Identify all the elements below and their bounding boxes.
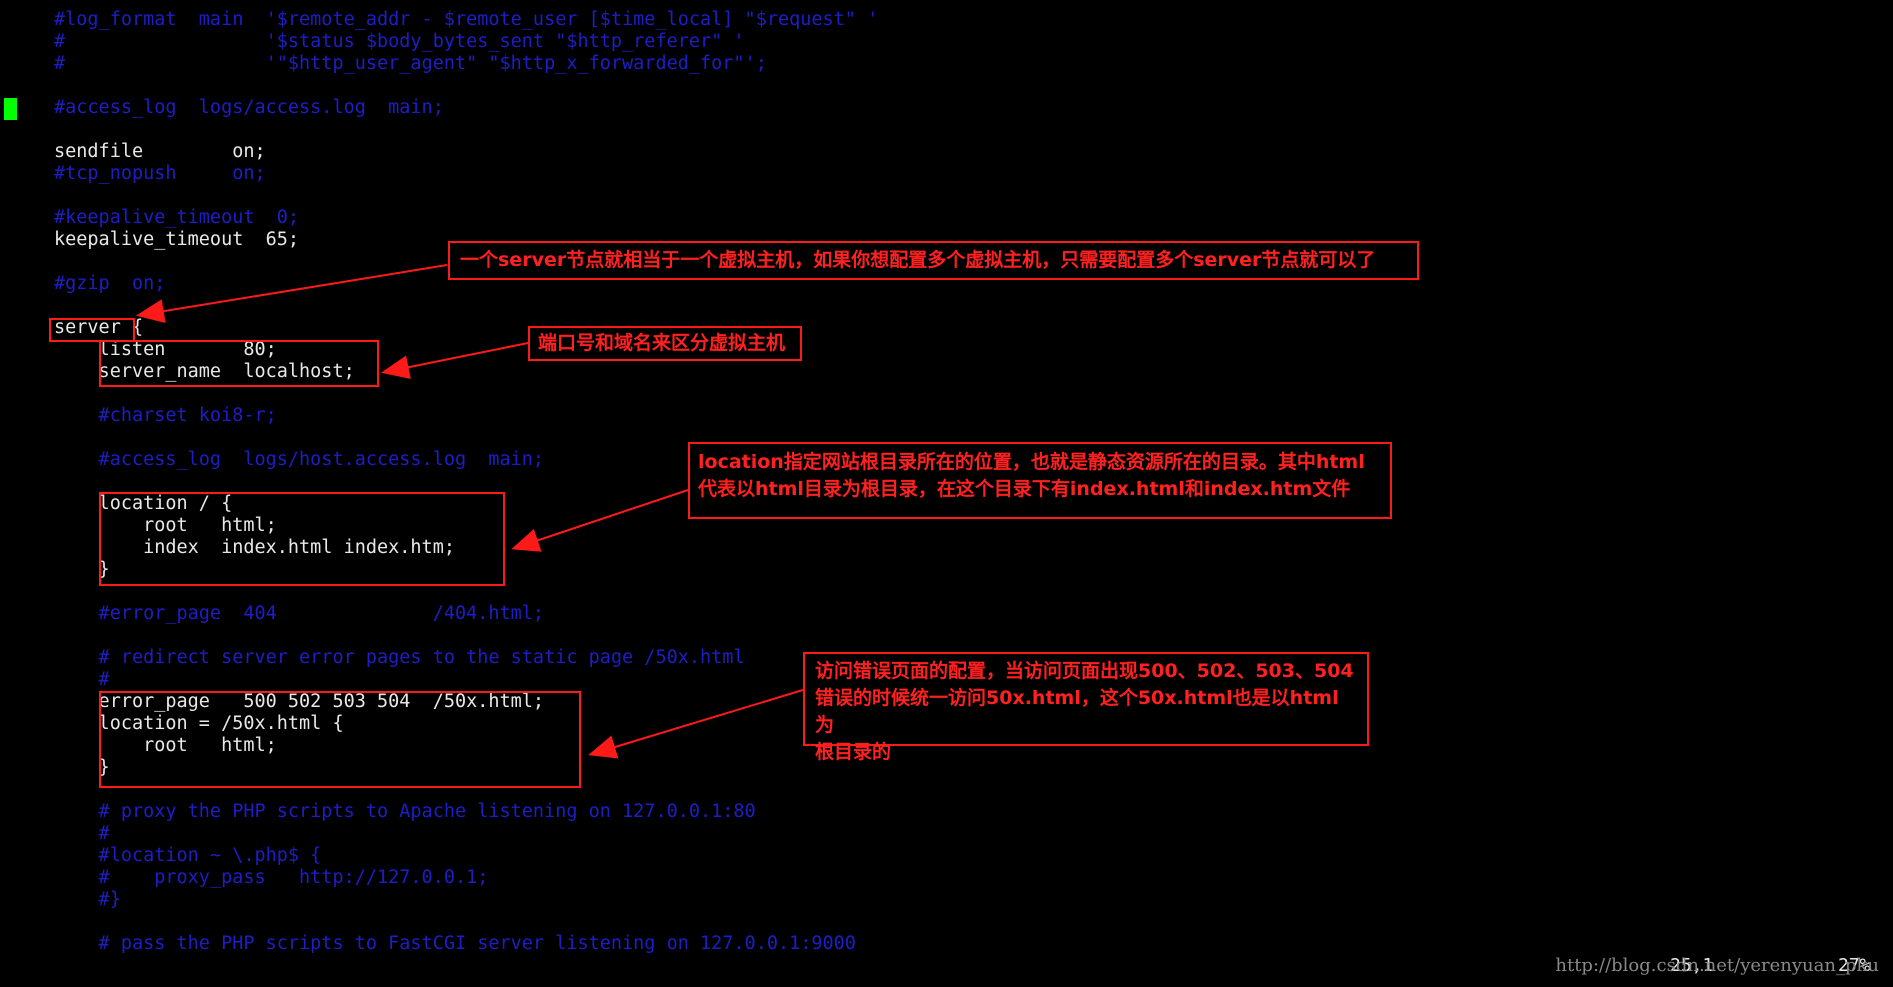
annotation-error-line2: 错误的时候统一访问50x.html，这个50x.html也是以html为 [815,687,1339,736]
code-line: root html; [54,515,277,536]
code-line: } [54,757,110,778]
arrow-error-page [588,689,804,759]
code-line: error_page 500 502 503 504 /50x.html; [54,691,545,712]
code-line: #keepalive_timeout 0; [54,207,300,228]
code-line: location / { [54,493,233,514]
code-line: #location ~ \.php$ { [54,845,322,866]
status-position: 25,1 [1670,955,1714,976]
annotation-location: location指定网站根目录所在的位置，也就是静态资源所在的目录。其中html… [688,442,1392,519]
code-line: #access_log logs/access.log main; [54,97,444,118]
status-percent: 27% [1838,955,1871,976]
arrow-location [511,489,689,552]
code-line: sendfile on; [54,141,266,162]
code-line: root html; [54,735,277,756]
code-line: # pass the PHP scripts to FastCGI server… [54,933,856,954]
code-line: location = /50x.html { [54,713,344,734]
arrow-listen [381,342,529,379]
watermark-text: http://blog.csdn.net/yerenyuan_pku [1555,955,1879,976]
annotation-error-page: 访问错误页面的配置，当访问页面出现500、502、503、504 错误的时候统一… [803,652,1369,763]
annotation-server-text: 一个server节点就相当于一个虚拟主机，如果你想配置多个虚拟主机，只需要配置多… [460,249,1376,271]
arrow-server [136,264,448,323]
location-block-box [99,492,505,586]
code-line: #gzip on; [54,273,166,294]
code-line: server_name localhost; [54,361,355,382]
code-line: server { [54,317,144,338]
code-line: #error_page 404 /404.html; [54,603,545,624]
code-line: # '"$http_user_agent" "$http_x_forwarded… [54,53,767,74]
annotation-listen: 端口号和域名来区分虚拟主机 [528,326,802,361]
annotation-location-line1: location指定网站根目录所在的位置，也就是静态资源所在的目录。其中html [698,451,1365,473]
annotation-listen-text: 端口号和域名来区分虚拟主机 [538,332,786,354]
code-line: # [54,669,110,690]
code-line: keepalive_timeout 65; [54,229,300,250]
code-line: #log_format main '$remote_addr - $remote… [54,9,879,30]
annotation-error-line3: 根目录的 [815,741,892,763]
code-line: # [54,823,110,844]
annotation-server: 一个server节点就相当于一个虚拟主机，如果你想配置多个虚拟主机，只需要配置多… [448,241,1419,280]
code-line: index index.html index.htm; [54,537,455,558]
terminal-cursor [4,98,17,120]
code-line: #} [54,889,121,910]
error-page-block-box [99,691,581,788]
server-keyword-box [49,318,135,342]
listen-block-box [99,340,379,387]
code-line: # proxy the PHP scripts to Apache listen… [54,801,756,822]
annotation-error-line1: 访问错误页面的配置，当访问页面出现500、502、503、504 [815,660,1354,682]
code-line: listen 80; [54,339,277,360]
code-line: # '$status $body_bytes_sent "$http_refer… [54,31,745,52]
code-line: # proxy_pass http://127.0.0.1; [54,867,489,888]
code-line: #tcp_nopush on; [54,163,266,184]
code-line: #charset koi8-r; [54,405,277,426]
code-line: # redirect server error pages to the sta… [54,647,745,668]
annotation-location-line2: 代表以html目录为根目录，在这个目录下有index.html和index.ht… [698,478,1351,500]
code-line: #access_log logs/host.access.log main; [54,449,545,470]
code-line: } [54,559,110,580]
